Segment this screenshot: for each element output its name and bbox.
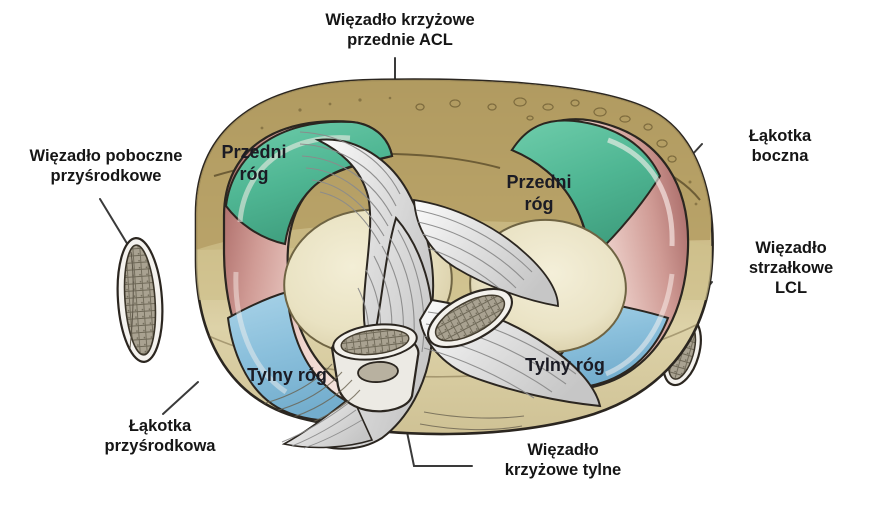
label-medial-collateral-ligament: Więzadło poboczne przyśrodkowe <box>29 147 183 186</box>
leader-line-medial-meniscus <box>162 381 199 415</box>
label-posterior-horn-medial: Tylny róg <box>247 365 327 385</box>
label-pcl: Więzadło krzyżowe tylne <box>504 441 622 480</box>
label-acl: Więzadło krzyżowe przednie ACL <box>325 11 475 50</box>
medial-collateral-ligament <box>116 237 164 363</box>
leader-line-mcl <box>99 198 132 251</box>
cut-ligament-stump-upper <box>426 287 514 349</box>
label-posterior-horn-lateral: Tylny róg <box>525 355 605 375</box>
label-lateral-collateral-ligament: Więzadło strzałkowe LCL <box>748 239 834 298</box>
label-medial-meniscus: Łąkotka przyśrodkowa <box>104 417 216 456</box>
label-anterior-horn-lateral: Przedni róg <box>506 172 572 214</box>
cut-ligament-stump-lower <box>330 323 420 413</box>
ligament-foramen <box>357 361 399 383</box>
label-anterior-horn-medial: Przedni róg <box>221 142 287 184</box>
label-lateral-meniscus: Łąkotka boczna <box>748 127 812 166</box>
tibial-plateau <box>194 78 714 450</box>
